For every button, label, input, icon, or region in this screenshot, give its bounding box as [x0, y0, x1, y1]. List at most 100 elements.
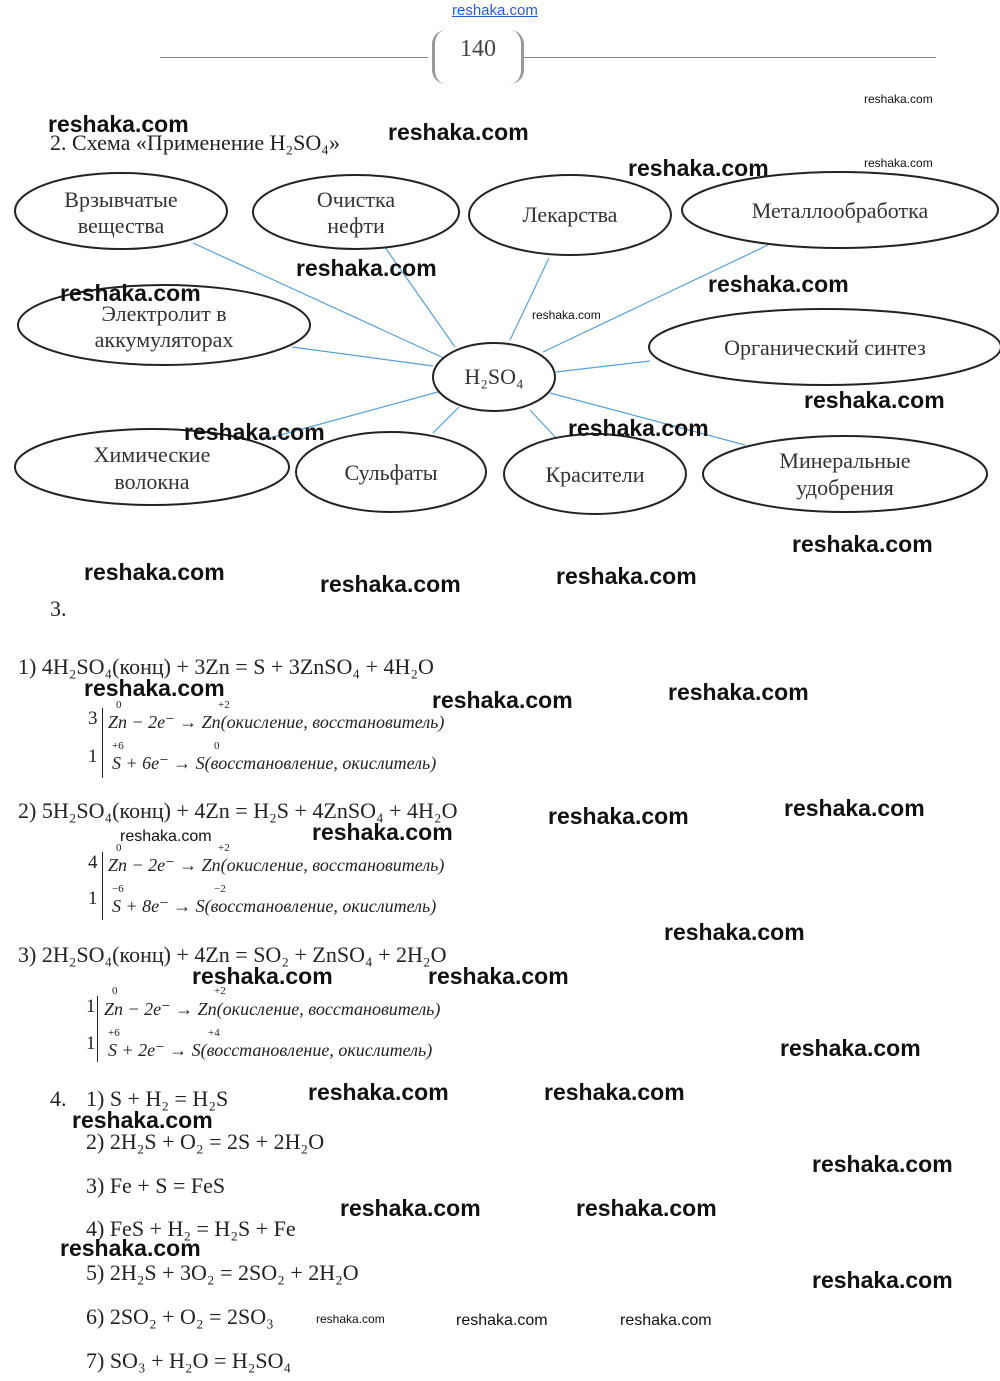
node-fertilizers-line1: Минеральные [779, 448, 910, 473]
reaction-1-balance-bar [102, 708, 103, 778]
watermark: reshaka.com [576, 1195, 717, 1221]
watermark: reshaka.com [60, 280, 201, 306]
reaction-3-oxidation: Zn − 2e⁻ → Zn(окисление, восстановитель) [104, 999, 441, 1019]
section-3-number: 3. [50, 596, 67, 621]
watermark: reshaka.com [296, 255, 437, 281]
watermark: reshaka.com [312, 819, 453, 845]
reaction-1-equation: 1) 4H₂SO₄(конц) + 3Zn = S + 3ZnSO₄ + 4H₂… [18, 654, 434, 679]
page-number-frame [432, 30, 524, 84]
node-dyes-label: Красители [545, 462, 644, 487]
watermark: reshaka.com [60, 1235, 201, 1261]
section-4-line-3: 3) Fe + S = FeS [86, 1173, 226, 1198]
watermark: reshaka.com [308, 1079, 449, 1105]
reaction-3-ox-state-before: 0 [112, 985, 118, 997]
watermark: reshaka.com [48, 111, 189, 137]
watermark: reshaka.com [192, 963, 333, 989]
section-2-title: 2. Схема «Применение H₂SO₄» [50, 130, 340, 155]
watermark: reshaka.com [664, 919, 805, 945]
reaction-1-ox-coef: 3 [88, 708, 98, 729]
watermark: reshaka.com [864, 156, 933, 170]
reaction-3-red-coef: 1 [86, 1033, 96, 1054]
reaction-2-ox-state-before: 0 [116, 842, 122, 854]
section-4-line-5: 5) 2H₂S + 3O₂ = 2SO₂ + 2H₂O [86, 1260, 359, 1285]
reaction-2-equation: 2) 5H₂SO₄(конц) + 4Zn = H₂S + 4ZnSO₄ + 4… [18, 798, 458, 823]
node-oil-refining-line2: нефти [327, 213, 385, 238]
header-rule-left [160, 57, 428, 58]
section-4-number: 4. [50, 1086, 67, 1111]
reaction-1-ox-state-before: 0 [116, 699, 122, 711]
node-fertilizers-line2: удобрения [796, 475, 893, 500]
watermark: reshaka.com [784, 795, 925, 821]
watermark: reshaka.com [568, 415, 709, 441]
section-4-line-2: 2) 2H₂S + O₂ = 2S + 2H₂O [86, 1129, 325, 1154]
reaction-3-equation: 3) 2H₂SO₄(конц) + 4Zn = SO₂ + ZnSO₄ + 2H… [18, 942, 447, 967]
watermark: reshaka.com [320, 571, 461, 597]
node-explosives-line2: вещества [78, 213, 165, 238]
watermark: reshaka.com [864, 92, 933, 106]
reaction-3-balance-bar [97, 996, 98, 1062]
watermark: reshaka.com [780, 1035, 921, 1061]
center-node-ellipse [432, 342, 556, 412]
watermark: reshaka.com [620, 1312, 712, 1329]
watermark: reshaka.com [708, 271, 849, 297]
watermark: reshaka.com [316, 1312, 385, 1326]
node-dyes [503, 433, 687, 515]
node-explosives-line1: Врзывчатые [64, 187, 177, 212]
node-medicines [468, 174, 672, 256]
watermark: reshaka.com [804, 387, 945, 413]
reaction-1-red-coef: 1 [88, 746, 98, 767]
watermark: reshaka.com [84, 675, 225, 701]
section-4-line-6: 6) 2SO₂ + O₂ = 2SO₃ [86, 1304, 274, 1329]
reaction-3-red-state-after: +4 [208, 1027, 220, 1039]
h2so4-application-diagram: H₂SO₄ Врзывчатые вещества Очистка нефти … [14, 171, 1000, 515]
node-oil-refining [252, 174, 460, 250]
watermark: reshaka.com [792, 531, 933, 557]
watermark: reshaka.com [812, 1267, 953, 1293]
watermark: reshaka.com [340, 1195, 481, 1221]
section-4-line-1: 1) S + H₂ = H₂S [86, 1086, 229, 1111]
reaction-2-reduction: S + 8e⁻ → S(восстановление, окислитель) [112, 896, 437, 916]
watermark: reshaka.com [432, 687, 573, 713]
reaction-2-red-state-after: −2 [214, 883, 226, 895]
reaction-1-reduction: S + 6e⁻ → S(восстановление, окислитель) [112, 753, 437, 773]
node-metalworking-label: Металлообработка [752, 198, 929, 223]
reaction-1-ox-state-after: +2 [218, 699, 230, 711]
node-battery-electrolyte [17, 284, 311, 366]
watermark: reshaka.com [456, 1312, 548, 1329]
node-sulfates-label: Сульфаты [344, 460, 437, 485]
reaction-3-ox-state-after: +2 [214, 985, 226, 997]
section-4-line-4: 4) FeS + H₂ = H₂S + Fe [86, 1216, 296, 1241]
site-link[interactable]: reshaka.com [452, 2, 538, 19]
section-4-line-7: 7) SO₃ + H₂O = H₂SO₄ [86, 1348, 292, 1373]
node-battery-line1: Электролит в [101, 301, 226, 326]
reaction-2-red-state-before: −6 [112, 883, 124, 895]
watermark: reshaka.com [428, 963, 569, 989]
reaction-3-ox-coef: 1 [86, 996, 96, 1017]
node-oil-refining-line1: Очистка [317, 187, 395, 212]
watermark: reshaka.com [532, 308, 601, 322]
connector-lines [192, 242, 769, 446]
node-fibers-line1: Химические [94, 442, 211, 467]
watermark: reshaka.com [388, 119, 529, 145]
node-battery-line2: аккумуляторах [95, 327, 234, 352]
watermark: reshaka.com [544, 1079, 685, 1105]
reaction-2-ox-state-after: +2 [218, 842, 230, 854]
reaction-1-red-state-before: +6 [112, 740, 124, 752]
reaction-1-red-state-after: 0 [214, 740, 220, 752]
watermark: reshaka.com [72, 1107, 213, 1133]
page-number: 140 [460, 36, 496, 62]
watermark: reshaka.com [84, 559, 225, 585]
node-chemical-fibers [14, 428, 290, 506]
center-node-label: H₂SO₄ [464, 364, 523, 389]
node-explosives [14, 172, 228, 250]
reaction-2-oxidation: Zn − 2e⁻ → Zn(окисление, восстановитель) [108, 855, 445, 875]
reaction-3-red-state-before: +6 [108, 1027, 120, 1039]
header-rule-right [522, 57, 936, 58]
node-sulfates [295, 431, 487, 513]
node-metalworking [681, 171, 999, 249]
watermark: reshaka.com [628, 155, 769, 181]
watermark: reshaka.com [812, 1151, 953, 1177]
reaction-3-reduction: S + 2e⁻ → S(восстановление, окислитель) [108, 1040, 433, 1060]
reaction-2-balance-bar [102, 852, 103, 920]
watermark: reshaka.com [668, 679, 809, 705]
